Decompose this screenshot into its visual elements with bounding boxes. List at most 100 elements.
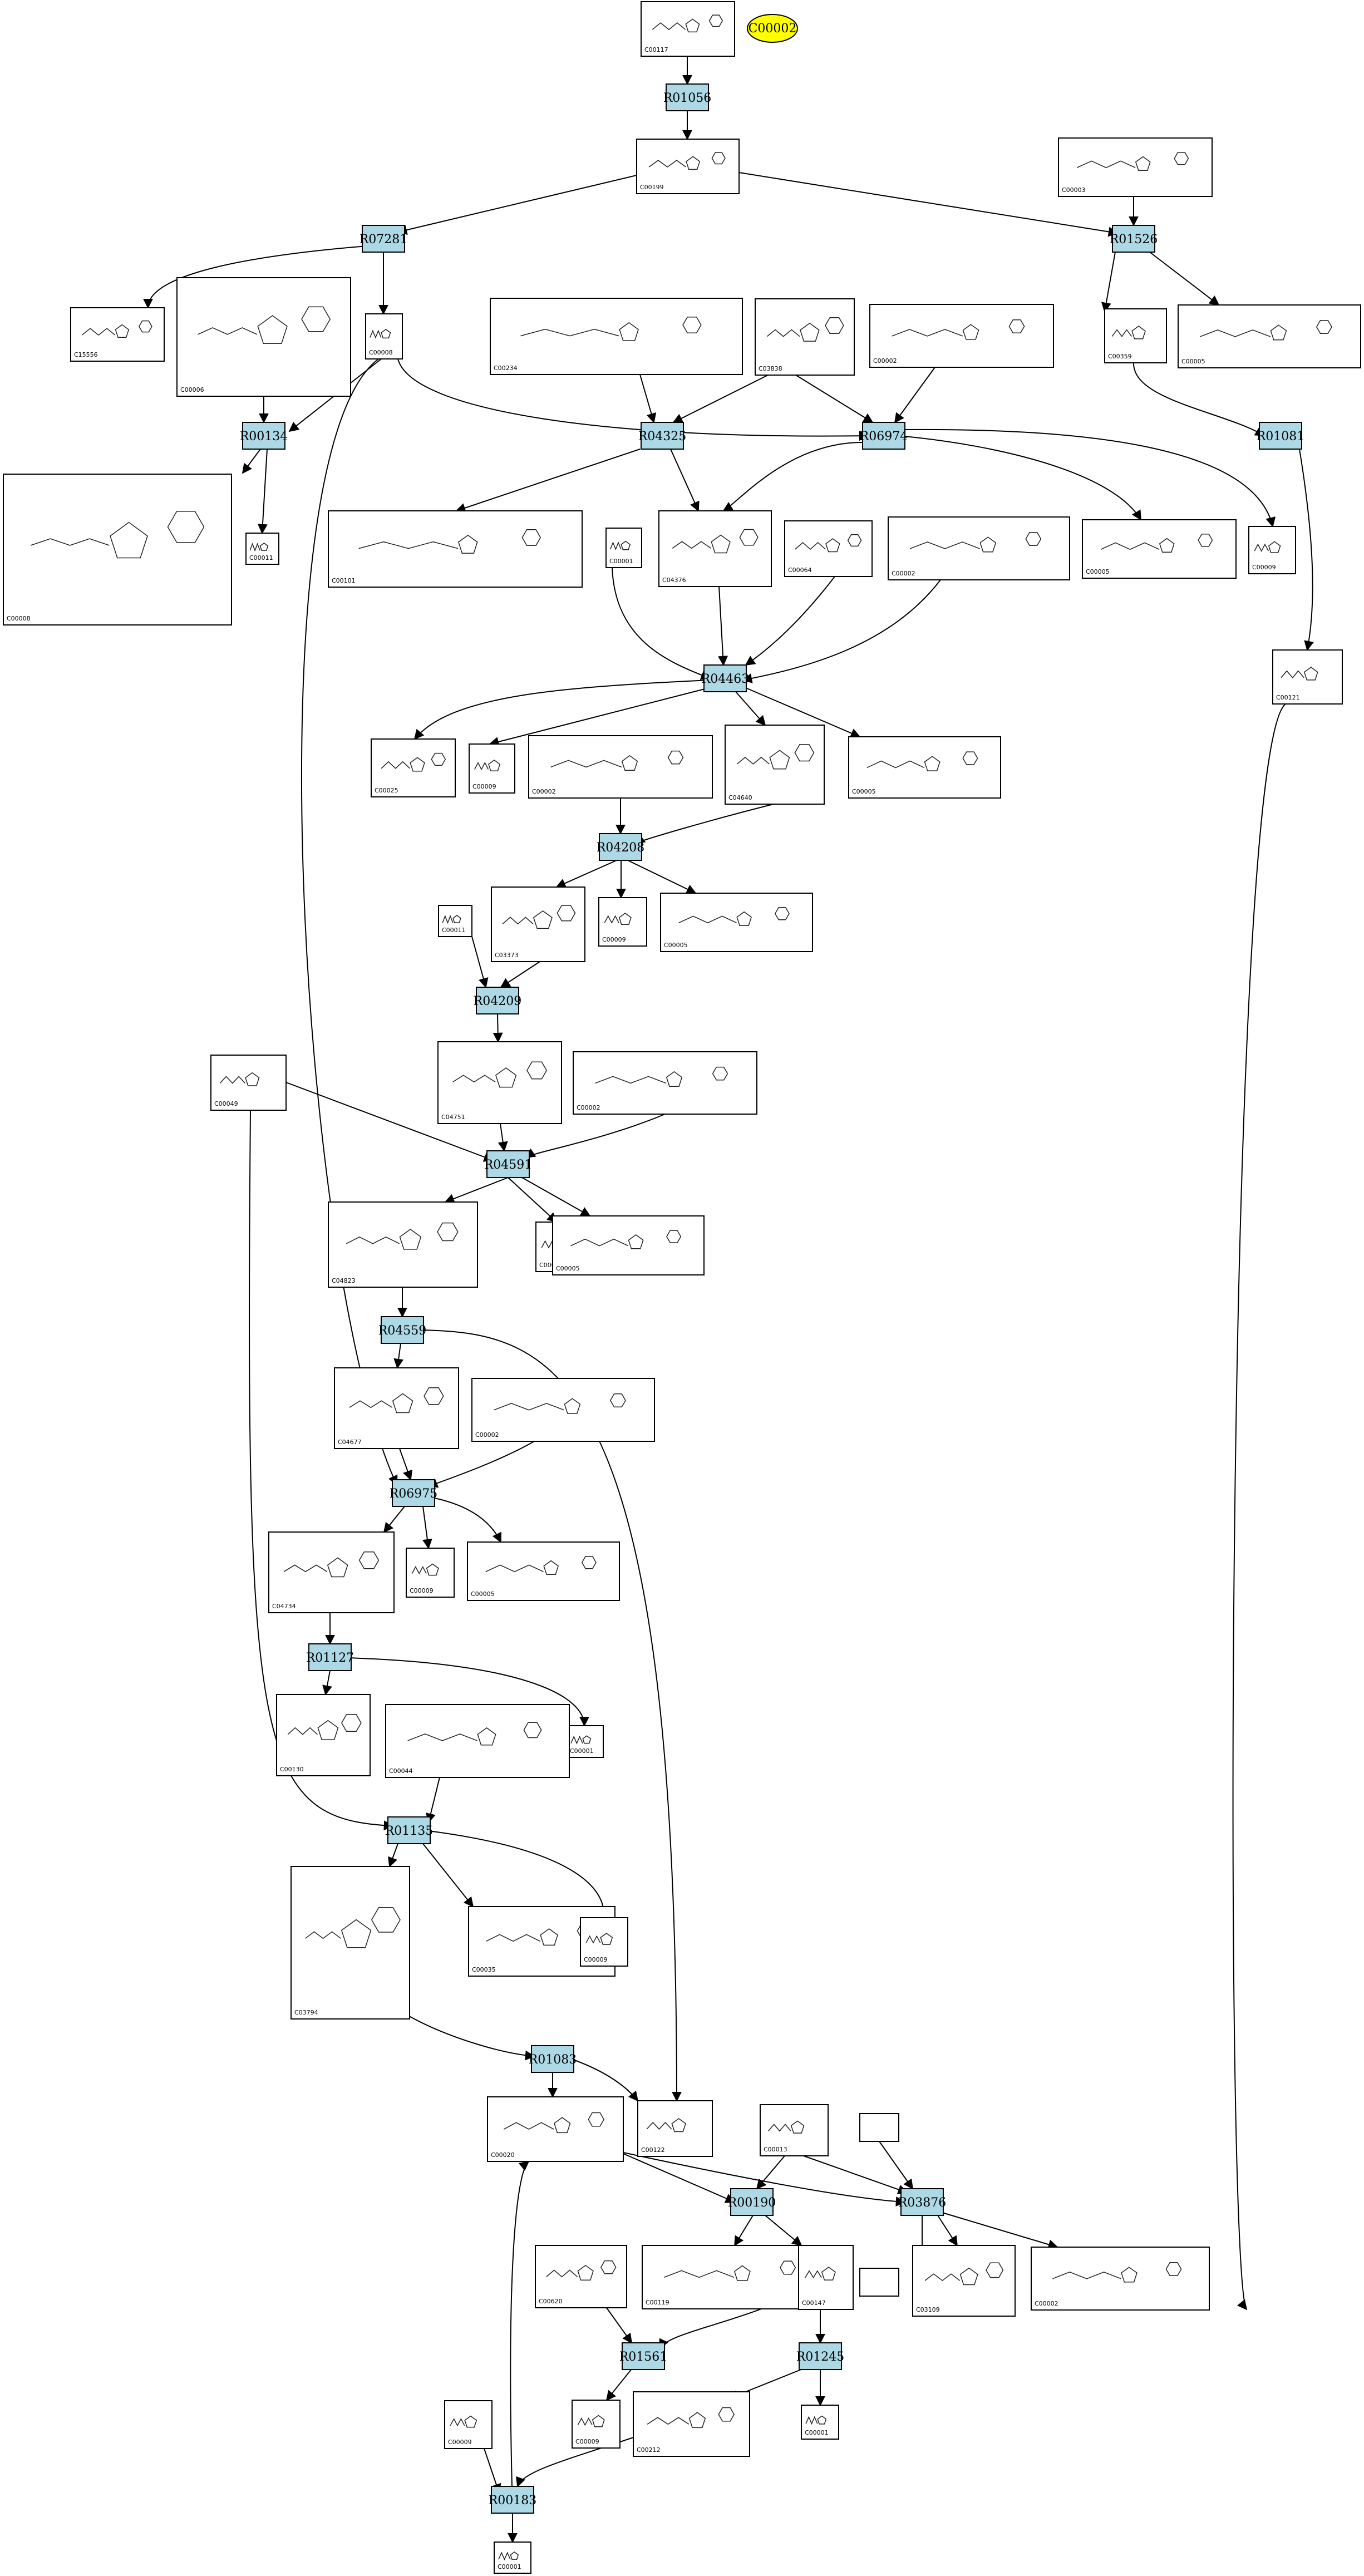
reaction-r04208[interactable]: R04208 <box>597 833 645 861</box>
reaction-r01081[interactable]: R01081 <box>1257 422 1305 450</box>
reaction-r01135[interactable]: R01135 <box>385 1816 434 1844</box>
compound-c00013[interactable]: C00013 <box>760 2104 829 2156</box>
reaction-box[interactable] <box>362 225 405 253</box>
reaction-r01127[interactable]: R01127 <box>306 1643 354 1671</box>
compound-c00011[interactable]: C00011 <box>245 533 279 565</box>
reaction-r06975[interactable]: R06975 <box>390 1479 438 1507</box>
reaction-box[interactable] <box>486 1150 530 1178</box>
reaction-box[interactable] <box>491 2486 534 2514</box>
compound-c00009[interactable]: C00009 <box>598 897 647 947</box>
compound-c00011[interactable]: C00011 <box>438 905 472 937</box>
compound-c15556[interactable]: C15556 <box>70 307 165 362</box>
compound-c00122[interactable]: C00122 <box>637 2100 713 2157</box>
compound-c00049[interactable]: C00049 <box>210 1055 287 1111</box>
reaction-box[interactable] <box>703 664 747 692</box>
compound-c00044[interactable]: C00044 <box>385 1704 570 1778</box>
reaction-box[interactable] <box>242 422 285 450</box>
reaction-box[interactable] <box>622 2342 665 2370</box>
compound-c00009[interactable]: C00009 <box>406 1548 455 1598</box>
compound-blank[interactable] <box>859 2268 899 2297</box>
compound-c04823[interactable]: C04823 <box>328 1201 478 1288</box>
reaction-r01526[interactable]: R01526 <box>1110 225 1158 253</box>
compound-c03838[interactable]: C03838 <box>755 298 855 376</box>
compound-c00119[interactable]: C00119 <box>642 2245 825 2309</box>
compound-c00008[interactable]: C00008 <box>365 313 403 359</box>
compound-c00001[interactable]: C00001 <box>494 2541 531 2574</box>
compound-c00199[interactable]: C00199 <box>636 139 740 194</box>
reaction-r01056[interactable]: R01056 <box>663 83 712 111</box>
reaction-r01083[interactable]: R01083 <box>529 2045 577 2073</box>
compound-c00003[interactable]: C00003 <box>1058 137 1213 197</box>
reaction-r07281[interactable]: R07281 <box>360 225 408 253</box>
reaction-r01561[interactable]: R01561 <box>619 2342 668 2370</box>
compound-c00025[interactable]: C00025 <box>371 738 456 797</box>
compound-c03109[interactable]: C03109 <box>912 2245 1016 2317</box>
reaction-r00183[interactable]: R00183 <box>489 2486 537 2514</box>
reaction-box[interactable] <box>730 2188 774 2216</box>
compound-c00005[interactable]: C00005 <box>1082 519 1237 579</box>
compound-c00101[interactable]: C00101 <box>328 510 583 588</box>
reaction-r00134[interactable]: R00134 <box>240 422 288 450</box>
compound-c00009[interactable]: C00009 <box>580 1917 628 1967</box>
reaction-box[interactable] <box>308 1643 352 1671</box>
compound-c00009[interactable]: C00009 <box>1248 526 1296 574</box>
compound-c00002[interactable]: C00002 <box>471 1378 655 1442</box>
compound-c00009[interactable]: C00009 <box>572 2400 621 2449</box>
reaction-r06974[interactable]: R06974 <box>860 422 908 450</box>
reaction-box[interactable] <box>599 833 642 861</box>
compound-c04751[interactable]: C04751 <box>437 1041 562 1124</box>
reaction-box[interactable] <box>531 2045 574 2073</box>
reaction-box[interactable] <box>381 1316 424 1344</box>
reaction-box[interactable] <box>476 987 519 1014</box>
compound-c00121[interactable]: C00121 <box>1272 649 1343 705</box>
compound-blank[interactable] <box>859 2113 899 2142</box>
compound-c04677[interactable]: C04677 <box>334 1367 459 1449</box>
reaction-r00190[interactable]: R00190 <box>728 2188 776 2216</box>
compound-c03794[interactable]: C03794 <box>290 1866 410 2020</box>
reaction-r01245[interactable]: R01245 <box>796 2342 845 2370</box>
reaction-box[interactable] <box>387 1816 431 1844</box>
reaction-box[interactable] <box>1259 422 1302 450</box>
compound-c00008[interactable]: C00008 <box>3 474 232 625</box>
compound-c00620[interactable]: C00620 <box>535 2245 627 2308</box>
reaction-box[interactable] <box>666 83 709 111</box>
compound-c00002[interactable]: C00002 <box>869 304 1054 368</box>
compound-c00005[interactable]: C00005 <box>1178 304 1361 368</box>
compound-c00064[interactable]: C00064 <box>784 520 873 577</box>
compound-c00002[interactable]: C00002 <box>888 516 1070 580</box>
compound-c00002[interactable]: C00002 <box>573 1051 757 1115</box>
compound-c00020[interactable]: C00020 <box>487 2096 624 2162</box>
compound-c00005[interactable]: C00005 <box>848 736 1001 799</box>
compound-c00212[interactable]: C00212 <box>633 2391 750 2457</box>
compound-c03373[interactable]: C03373 <box>491 886 585 962</box>
compound-c00117[interactable]: C00117 <box>641 1 735 57</box>
reaction-r03876[interactable]: R03876 <box>898 2188 947 2216</box>
compound-c00009[interactable]: C00009 <box>444 2400 493 2449</box>
compound-c00001[interactable]: C00001 <box>605 528 642 568</box>
compound-c00002[interactable]: C00002 <box>1031 2247 1210 2311</box>
compound-c04734[interactable]: C04734 <box>268 1531 395 1613</box>
compound-c00005[interactable]: C00005 <box>467 1541 620 1601</box>
compound-c04640[interactable]: C04640 <box>725 725 825 805</box>
compound-c00001[interactable]: C00001 <box>566 1725 604 1758</box>
compound-c00001[interactable]: C00001 <box>801 2405 839 2440</box>
highlight-node[interactable]: C00002 <box>747 14 798 43</box>
compound-c00006[interactable]: C00006 <box>176 277 351 397</box>
compound-c00002[interactable]: C00002 <box>528 735 713 799</box>
compound-c00147[interactable]: C00147 <box>798 2245 854 2310</box>
reaction-r04325[interactable]: R04325 <box>638 422 687 450</box>
compound-c00005[interactable]: C00005 <box>660 893 813 952</box>
reaction-box[interactable] <box>392 1479 435 1507</box>
reaction-r04209[interactable]: R04209 <box>474 987 522 1014</box>
reaction-r04559[interactable]: R04559 <box>378 1316 427 1344</box>
reaction-box[interactable] <box>799 2342 842 2370</box>
compound-c00359[interactable]: C00359 <box>1104 308 1167 363</box>
reaction-r04591[interactable]: R04591 <box>484 1150 533 1178</box>
compound-c00009[interactable]: C00009 <box>469 743 515 794</box>
reaction-r04463[interactable]: R04463 <box>701 664 750 692</box>
reaction-box[interactable] <box>862 422 905 450</box>
compound-c04376[interactable]: C04376 <box>658 510 772 587</box>
compound-c00005[interactable]: C00005 <box>552 1215 705 1275</box>
highlight-ellipse[interactable] <box>747 14 798 43</box>
reaction-box[interactable] <box>641 422 684 450</box>
